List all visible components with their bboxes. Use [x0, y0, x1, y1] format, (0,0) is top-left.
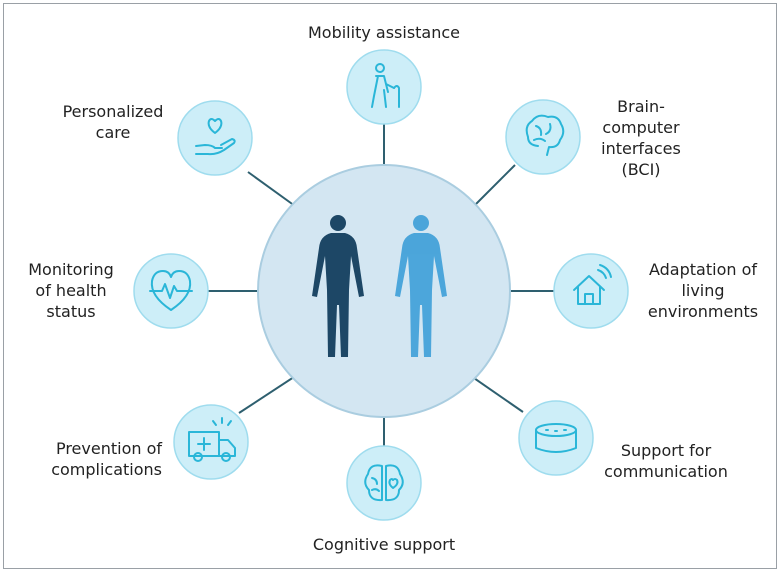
node-cognitive: [346, 445, 422, 521]
label-monitoring: Monitoring of health status: [28, 260, 114, 321]
connector-bci: [471, 164, 516, 209]
smart-speaker-icon: [535, 423, 577, 453]
label-mobility: Mobility assistance: [307, 23, 461, 42]
label-care: Personalized care: [62, 102, 164, 142]
central-hub: [257, 164, 511, 418]
node-living: [553, 253, 629, 329]
label-communication: Support for communication: [604, 441, 728, 481]
smart-home-icon: [573, 264, 612, 305]
heart-pulse-icon: [149, 270, 193, 311]
connector-prevention: [238, 374, 298, 414]
label-living: Adaptation of living environments: [647, 260, 759, 321]
figure-border: [3, 3, 777, 569]
label-bci: Brain- computer interfaces (BCI): [601, 97, 681, 179]
ambulance-icon: [188, 417, 236, 462]
node-bci: [505, 99, 581, 175]
node-prevention: [173, 404, 249, 480]
person-with-cane-icon: [371, 63, 400, 108]
brain-heart-icon: [364, 464, 404, 502]
node-care: [177, 100, 253, 176]
node-mobility: [346, 49, 422, 125]
hand-heart-icon: [195, 118, 236, 156]
connector-care: [247, 171, 296, 207]
node-monitoring: [133, 253, 209, 329]
connector-communication: [470, 375, 524, 413]
human-figures-icon: [312, 215, 447, 357]
node-communication: [518, 400, 594, 476]
brain-icon: [525, 114, 565, 156]
label-prevention: Prevention of complications: [51, 439, 162, 479]
label-cognitive: Cognitive support: [312, 535, 456, 554]
